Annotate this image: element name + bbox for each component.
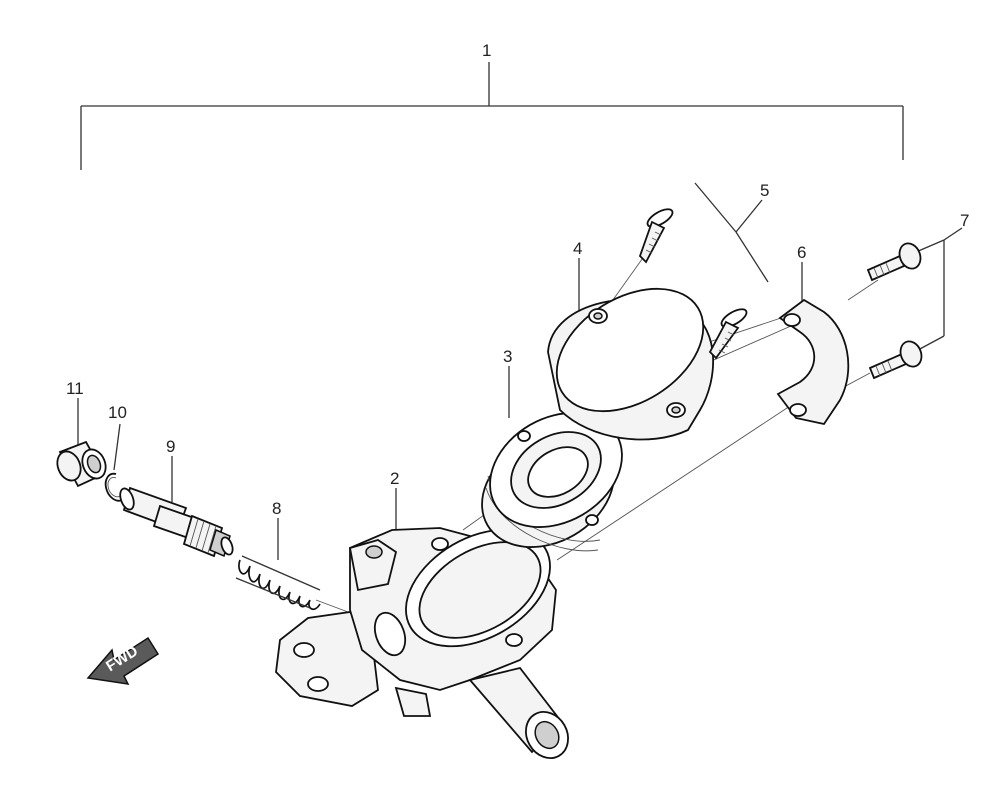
part-11-sleeve [56, 440, 107, 488]
part-4-cover [547, 287, 715, 441]
leader-lines [77, 182, 963, 560]
part-5-screw-upper [638, 208, 674, 264]
callout-1: 1 [482, 41, 491, 60]
callout-8: 8 [272, 499, 281, 518]
callout-2: 2 [390, 469, 399, 488]
callout-7: 7 [960, 211, 969, 230]
callout-3: 3 [503, 347, 512, 366]
callout-10: 10 [108, 403, 127, 422]
callout-6: 6 [797, 243, 806, 262]
callout-labels: 1 2 3 4 5 6 7 8 9 10 11 [66, 41, 969, 518]
part-7-bolt-lower [868, 340, 923, 380]
part-9-plunger [119, 486, 234, 558]
part-3-thermostat [481, 412, 623, 552]
callout-4: 4 [573, 239, 582, 258]
callout-9: 9 [166, 437, 175, 456]
part-8-spring [235, 555, 321, 611]
assembly-bracket [80, 62, 904, 170]
callout-5: 5 [760, 181, 769, 200]
part-5-screw-lower [708, 308, 748, 360]
callout-11: 11 [66, 379, 84, 398]
forward-direction-arrow: FWD [86, 636, 160, 685]
part-10-circlip [104, 472, 123, 502]
part-2-housing [275, 527, 569, 759]
part-7-bolt-upper [866, 242, 922, 282]
part-6-clamp [776, 298, 850, 426]
